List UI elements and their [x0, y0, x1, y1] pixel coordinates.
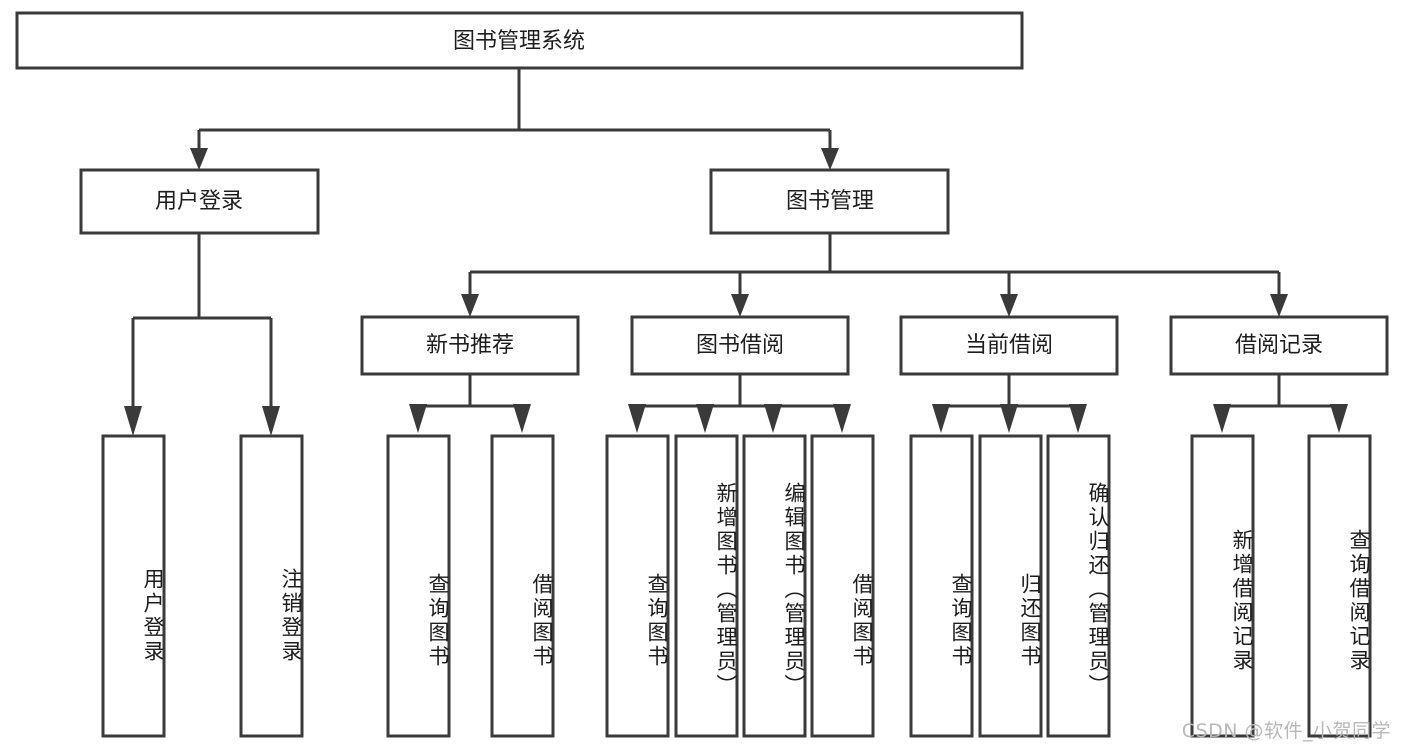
node-new-book-recommend[interactable]: 新书推荐	[360, 315, 580, 376]
arrow-head-br-leaf1	[1213, 404, 1231, 433]
leaf-group-new-book-recommend	[386, 434, 555, 738]
arrow-head-bb-leaf3	[764, 404, 782, 433]
leaf-box-logout[interactable]	[239, 434, 304, 738]
arrow-head-bb-leaf1	[628, 404, 646, 433]
node-root-label: 图书管理系统	[453, 29, 585, 54]
leaf-box-return-book[interactable]	[978, 434, 1043, 738]
node-book-manage-label: 图书管理	[786, 189, 874, 214]
node-borrow-record-label: 借阅记录	[1235, 333, 1323, 358]
leaf-label-add-book: 新增图书（管理员）	[714, 482, 738, 698]
leaf-box-edit-book[interactable]	[742, 434, 807, 738]
node-book-borrow[interactable]: 图书借阅	[630, 315, 850, 376]
arrow-head-bb-leaf4	[833, 404, 851, 433]
leaf-box-add-record[interactable]	[1190, 434, 1255, 738]
leaf-label-return-book: 归还图书	[1018, 573, 1042, 669]
leaf-label-edit-book: 编辑图书（管理员）	[782, 482, 806, 698]
connector-group-borrow-record-children	[1213, 374, 1348, 433]
arrow-head-leaf-logout	[262, 406, 280, 436]
leaf-box-borrow-book-bb[interactable]	[810, 434, 875, 738]
node-user-login[interactable]: 用户登录	[79, 168, 320, 235]
leaf-label-borrow-book-bb: 借阅图书	[850, 573, 874, 669]
leaf-box-add-book[interactable]	[674, 434, 739, 738]
node-current-borrow-box[interactable]	[899, 315, 1119, 376]
arrow-head-br-leaf2	[1330, 404, 1348, 433]
leaf-group-user-login	[101, 434, 304, 738]
arrow-head-leaf-user-login	[124, 406, 142, 436]
leaf-label-logout: 注销登录	[279, 568, 303, 664]
leaf-group-book-borrow	[605, 434, 875, 738]
node-user-login-label: 用户登录	[155, 189, 243, 214]
node-current-borrow[interactable]: 当前借阅	[899, 315, 1119, 376]
arrow-head-cb-leaf2	[1000, 404, 1018, 433]
node-book-borrow-label: 图书借阅	[696, 333, 784, 358]
arrow-head-user-login	[190, 148, 208, 170]
arrow-head-new-book	[461, 294, 479, 317]
connector-group-user-login-children	[124, 233, 280, 436]
leaf-label-query-book-cb: 查询图书	[949, 573, 973, 669]
leaf-label-borrow-book-nb: 借阅图书	[530, 573, 554, 669]
arrow-head-nb-leaf2	[513, 404, 531, 433]
arrow-head-cb-leaf1	[932, 404, 950, 433]
leaf-label-add-record: 新增借阅记录	[1230, 529, 1254, 673]
arrow-head-bb-leaf2	[696, 404, 714, 433]
connector-group-new-book-children	[409, 374, 531, 433]
leaf-box-query-book-cb[interactable]	[909, 434, 974, 738]
node-book-manage-box[interactable]	[709, 168, 950, 235]
node-new-book-recommend-label: 新书推荐	[426, 333, 514, 358]
leaf-box-query-book-bb[interactable]	[605, 434, 670, 738]
leaf-box-user-login[interactable]	[101, 434, 166, 738]
connector-group-book-manage-children	[461, 233, 1288, 317]
connector-group-current-borrow-children	[932, 374, 1087, 433]
leaf-box-query-record[interactable]	[1307, 434, 1372, 738]
arrow-head-book-manage	[821, 148, 839, 170]
node-user-login-box[interactable]	[79, 168, 320, 235]
leaf-group-current-borrow	[909, 434, 1111, 738]
leaf-box-query-book-nb[interactable]	[386, 434, 451, 738]
arrow-head-book-borrow	[731, 294, 749, 317]
node-root[interactable]: 图书管理系统	[15, 11, 1024, 70]
arrow-head-nb-leaf1	[409, 404, 427, 433]
node-new-book-recommend-box[interactable]	[360, 315, 580, 376]
connector-group-book-borrow-children	[628, 374, 851, 433]
arrow-head-current-borrow	[1000, 294, 1018, 317]
node-book-borrow-box[interactable]	[630, 315, 850, 376]
node-book-manage[interactable]: 图书管理	[709, 168, 950, 235]
leaf-group-borrow-record	[1190, 434, 1372, 738]
node-borrow-record-box[interactable]	[1169, 315, 1389, 376]
leaf-label-query-book-bb: 查询图书	[645, 573, 669, 669]
leaf-label-confirm-return: 确认归还（管理员）	[1086, 482, 1110, 698]
leaf-label-query-record: 查询借阅记录	[1347, 529, 1371, 673]
arrow-head-borrow-record	[1270, 294, 1288, 317]
leaf-label-user-login: 用户登录	[141, 568, 165, 664]
connector-group-root-to-level2	[190, 68, 839, 170]
node-root-box[interactable]	[15, 11, 1024, 70]
node-borrow-record[interactable]: 借阅记录	[1169, 315, 1389, 376]
leaf-box-confirm-return[interactable]	[1046, 434, 1111, 738]
arrow-head-cb-leaf3	[1069, 404, 1087, 433]
leaf-label-query-book-nb: 查询图书	[426, 573, 450, 669]
node-current-borrow-label: 当前借阅	[965, 333, 1053, 358]
leaf-box-borrow-book-nb[interactable]	[490, 434, 555, 738]
